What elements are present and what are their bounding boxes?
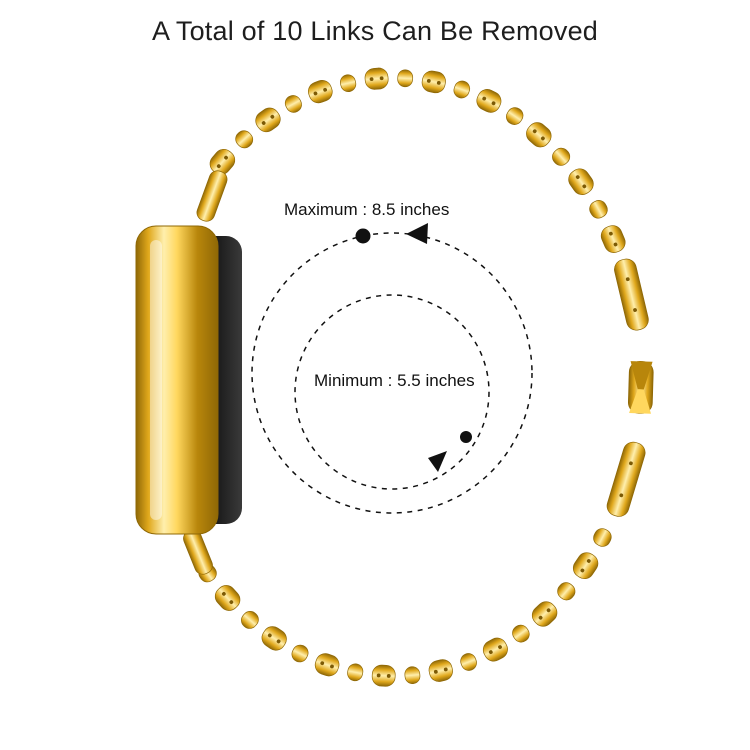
minimum-arrow-icon (428, 451, 447, 472)
gold-link-band (183, 67, 654, 687)
watch-case (135, 225, 219, 535)
minimum-dot-icon (460, 431, 472, 443)
maximum-arrow-icon (406, 223, 428, 244)
maximum-dot-icon (355, 228, 371, 244)
outer-dashed-circle (251, 232, 533, 514)
size-annotation (251, 223, 533, 514)
page-title: A Total of 10 Links Can Be Removed (151, 16, 599, 46)
minimum-label: Minimum : 5.5 inches (314, 371, 475, 390)
maximum-label: Maximum : 8.5 inches (284, 200, 450, 219)
watch (135, 225, 242, 535)
inner-dashed-circle (294, 294, 490, 490)
watch-case-highlight (150, 240, 162, 520)
